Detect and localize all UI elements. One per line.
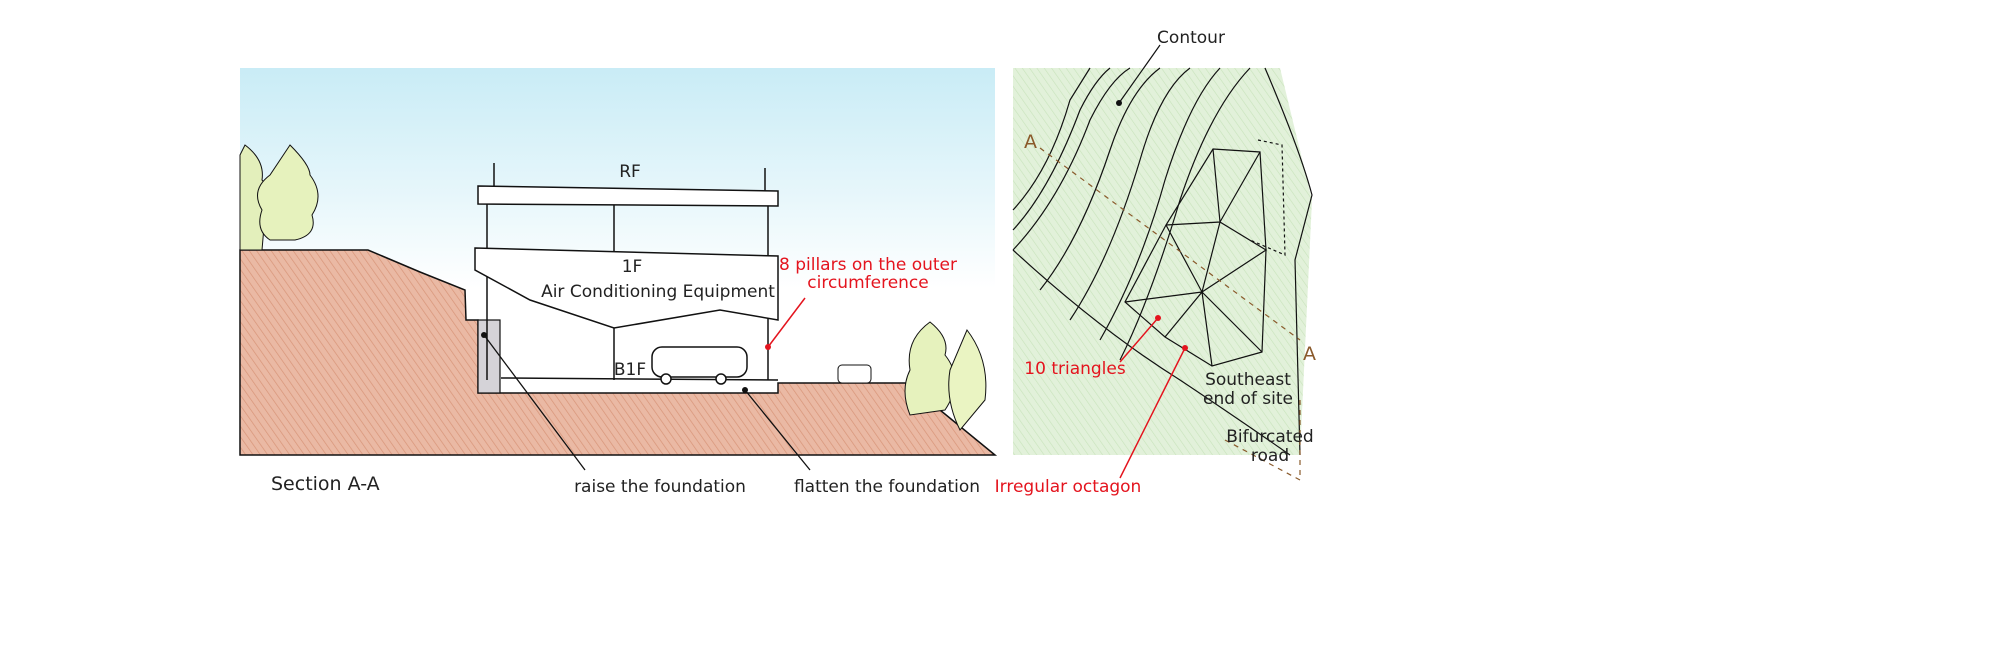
contour-lines (1012, 67, 1313, 456)
flatten-foundation-label: flatten the foundation (793, 477, 981, 497)
floor-label-1f: 1F (621, 257, 643, 277)
car-icon (837, 364, 872, 384)
site-plan-drawing (1012, 44, 1313, 481)
section-marker-end: A (1303, 343, 1316, 365)
leader-line-red (767, 297, 806, 348)
leader-line-red (1119, 347, 1186, 479)
floor-label-rf: RF (619, 162, 641, 182)
section-line (1039, 147, 1301, 341)
tree-icon (257, 144, 319, 241)
road-label-line1: Bifurcated (1226, 427, 1314, 447)
equipment-label: Air Conditioning Equipment (541, 282, 775, 302)
site-area (1013, 68, 1312, 455)
road-label-line2: road (1250, 446, 1290, 466)
tree-icon (948, 329, 987, 431)
octagon-plan (1124, 139, 1286, 367)
leader-dot (481, 332, 487, 338)
southeast-label-line2: end of site (1203, 389, 1293, 409)
tree-icon (904, 321, 956, 416)
triangles-note: 10 triangles (1024, 359, 1126, 379)
road-arrows (1224, 400, 1301, 481)
leader-line (744, 389, 811, 471)
building (474, 163, 779, 385)
pillars-note-line2: circumference (807, 273, 929, 293)
leader-dot (1155, 315, 1161, 321)
leader-line (1118, 44, 1161, 104)
floor-label-b1f: B1F (613, 360, 647, 380)
leader-dot (1182, 345, 1188, 351)
raise-foundation-label: raise the foundation (574, 477, 746, 497)
raised-foundation (477, 319, 501, 394)
section-title: Section A-A (271, 473, 380, 495)
leader-dot (765, 344, 771, 350)
section-marker-start: A (1024, 131, 1037, 153)
pillars-note-line1: 8 pillars on the outer (778, 255, 958, 275)
contour-label: Contour (1157, 28, 1225, 48)
section-drawing (239, 68, 998, 471)
southeast-label-line1: Southeast (1205, 370, 1291, 390)
leader-line-red (1119, 317, 1159, 363)
octagon-note: Irregular octagon (994, 477, 1142, 497)
leader-dot (742, 387, 748, 393)
leader-line (483, 334, 586, 471)
